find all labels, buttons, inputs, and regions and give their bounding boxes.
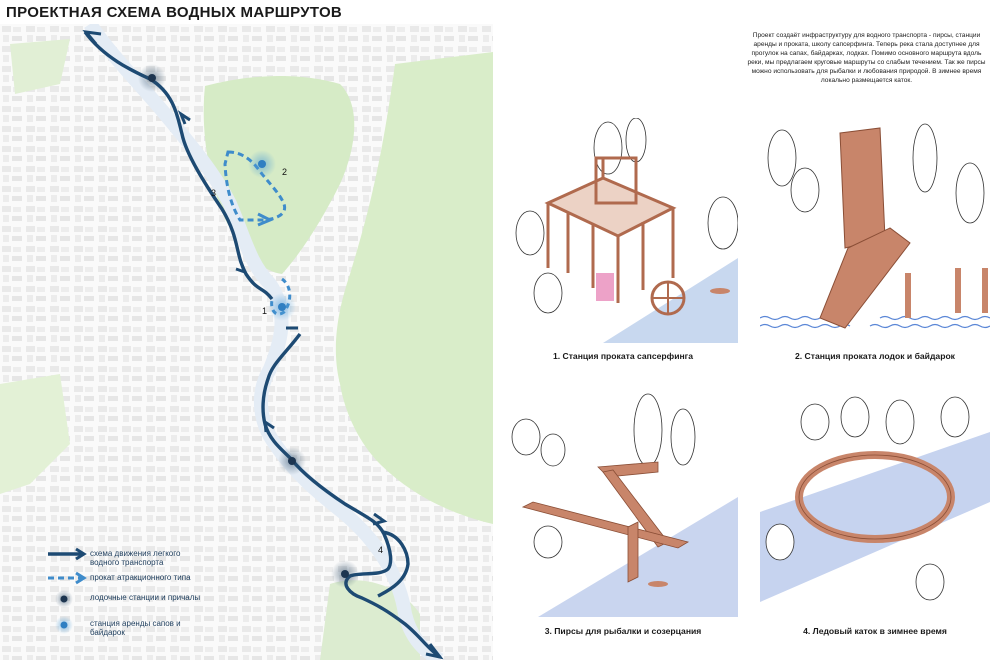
page-title: ПРОЕКТНАЯ СХЕМА ВОДНЫХ МАРШРУТОВ — [6, 4, 343, 21]
arrow-icon — [257, 212, 274, 227]
project-description: Проект создаёт инфраструктуру для водног… — [747, 32, 986, 84]
boat-station-icon — [148, 74, 156, 82]
arrow-icon — [235, 259, 248, 275]
water — [603, 258, 738, 343]
route-label-2: 2 — [282, 167, 288, 177]
water — [760, 315, 990, 329]
pier-post — [955, 268, 961, 313]
ice — [760, 432, 990, 602]
caption-panel-4: 4. Ледовый каток в зимнее время — [803, 626, 947, 636]
legend-boat-stations: лодочные станции и причалы — [90, 593, 201, 602]
legend-attraction-route: прокат атракционного типа — [90, 573, 191, 582]
boat — [648, 581, 668, 587]
main-route — [377, 530, 410, 598]
tree — [800, 403, 830, 441]
park-area — [320, 580, 420, 660]
boat — [710, 288, 730, 294]
pier — [521, 461, 690, 583]
legend-main-route: схема движения легкого водного транспорт… — [90, 549, 181, 567]
caption-panel-3: 3. Пирсы для рыбалки и созерцания — [544, 626, 702, 636]
tree — [885, 399, 915, 445]
panel-fishing-piers — [508, 392, 738, 617]
sup-boards — [596, 273, 614, 301]
sup-rental-icon — [278, 303, 286, 311]
sup-rental-icon — [258, 160, 266, 168]
arrow-icon — [372, 512, 388, 526]
pier-post — [982, 268, 988, 313]
arrow-icon — [425, 643, 444, 660]
arrow-icon — [75, 571, 87, 585]
legend-sup-rental: станция аренды сапов и байдарок — [90, 619, 181, 637]
boat-station-icon — [60, 595, 68, 603]
route-label-3: 3 — [211, 188, 217, 198]
tree — [633, 393, 663, 467]
arrow-icon — [263, 418, 275, 433]
observation-tower — [839, 127, 886, 249]
park-area — [335, 52, 493, 524]
tree — [955, 162, 985, 224]
tree — [765, 523, 795, 561]
park-area — [0, 374, 70, 494]
route-map — [0, 24, 493, 660]
sup-rental-icon — [60, 621, 68, 629]
tree — [533, 525, 563, 559]
arrow-icon — [177, 110, 191, 125]
pier-post — [905, 273, 911, 318]
tree — [915, 563, 945, 601]
tree — [593, 121, 623, 175]
route-label-4: 4 — [378, 545, 384, 555]
boat-station-icon — [288, 457, 296, 465]
tree — [533, 272, 563, 314]
caption-panel-2: 2. Станция проката лодок и байдарок — [794, 351, 955, 361]
arrow-icon — [75, 547, 87, 561]
boat-station-icon — [341, 570, 349, 578]
tree — [625, 118, 647, 163]
tree — [840, 396, 870, 438]
wooden-structure — [544, 156, 677, 303]
park-area — [10, 39, 70, 94]
tree — [707, 196, 738, 250]
panel-ice-rink — [760, 392, 990, 617]
ramp — [819, 227, 911, 329]
route-label-1: 1 — [262, 306, 268, 316]
tree — [940, 396, 970, 438]
tree — [511, 418, 541, 456]
arrow-icon — [82, 30, 102, 45]
caption-panel-1: 1. Станция проката сапсерфинга — [552, 351, 694, 361]
tree — [540, 433, 566, 467]
tree — [767, 129, 797, 187]
panel-boat-station — [760, 118, 990, 343]
tree — [912, 123, 938, 193]
tree — [670, 408, 696, 466]
panel-sup-station — [508, 118, 738, 343]
tree — [790, 167, 820, 213]
tree — [515, 210, 545, 256]
